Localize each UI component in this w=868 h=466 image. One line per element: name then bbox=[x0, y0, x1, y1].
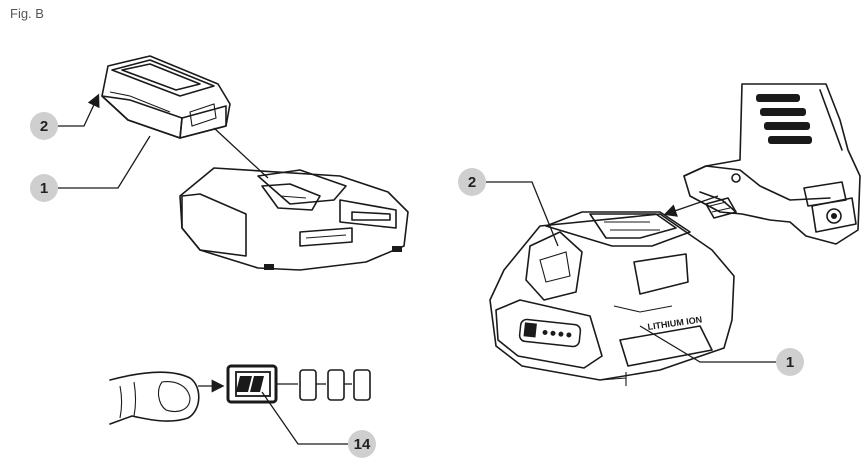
callout-left-1: 1 bbox=[30, 135, 151, 202]
finger-icon bbox=[109, 371, 200, 425]
callout-right-2: 2 bbox=[458, 168, 559, 247]
callout-right-1-label: 1 bbox=[786, 354, 794, 371]
callout-left-1-label: 1 bbox=[40, 180, 48, 197]
battery-brand-mark: LITHIUM ION bbox=[647, 314, 703, 332]
drill-icon bbox=[683, 83, 861, 245]
callout-right-2-label: 2 bbox=[468, 174, 476, 191]
battery-pack-left-icon bbox=[101, 55, 231, 139]
battery-level-icon bbox=[226, 364, 371, 404]
callout-right-1: 1 bbox=[639, 325, 804, 376]
callout-14-label: 14 bbox=[354, 436, 371, 453]
callout-left-2-label: 2 bbox=[40, 118, 48, 135]
callout-14: 14 bbox=[261, 391, 376, 458]
insertion-arrow-right bbox=[663, 195, 719, 217]
figure-label: Fig. B bbox=[10, 6, 44, 21]
insertion-line bbox=[213, 127, 269, 179]
charger-icon bbox=[179, 167, 409, 271]
callout-left-2: 2 bbox=[30, 93, 100, 140]
